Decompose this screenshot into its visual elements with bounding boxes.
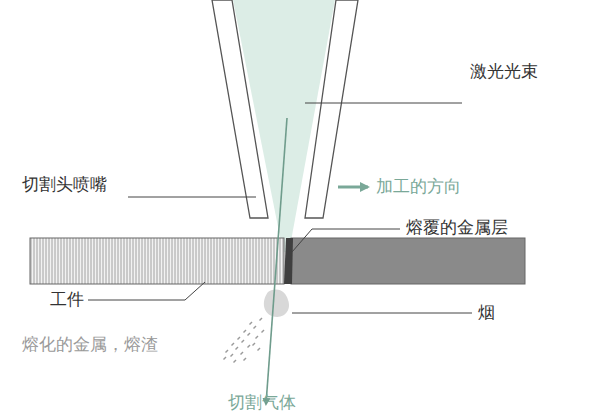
slag-label: 熔化的金属，熔渣 [22, 334, 158, 354]
direction-arrow [338, 186, 368, 189]
slag-dash [260, 318, 263, 321]
nozzle-left [212, 0, 268, 218]
slag-dash [258, 348, 261, 351]
workpiece-label: 工件 [50, 289, 84, 309]
layer-label: 熔覆的金属层 [406, 217, 508, 237]
slag-dash [244, 358, 247, 361]
leader-line [88, 282, 205, 300]
leader-line [292, 313, 472, 314]
slag-dash [244, 330, 247, 333]
direction-label: 加工的方向 [376, 176, 461, 196]
slag-dash [241, 352, 244, 355]
slag-dash [236, 347, 239, 350]
slag-dash [253, 343, 256, 346]
slag-dash [256, 336, 259, 339]
slag-dash [262, 330, 265, 333]
slag-dash [248, 345, 251, 348]
slag-dash [231, 354, 234, 357]
slag-dash [248, 333, 251, 336]
slag-dash [226, 350, 229, 353]
slag-spray [224, 318, 265, 363]
workpiece-solid [291, 238, 525, 284]
leader-line [292, 229, 400, 252]
slag-dash [232, 343, 235, 346]
beam-label: 激光光束 [470, 61, 538, 81]
slag-dash [238, 337, 241, 340]
nozzle-label: 切割头喷嘴 [22, 174, 107, 194]
slag-dash [242, 340, 245, 343]
gas-label: 切割气体 [228, 392, 296, 412]
nozzle-right [305, 0, 358, 218]
gas-line [266, 118, 287, 404]
slag-dash [234, 360, 237, 363]
slag-dash [254, 326, 257, 329]
smoke-label: 烟 [478, 302, 495, 322]
slag-dash [250, 322, 253, 325]
smoke [264, 290, 289, 317]
workpiece-cut [30, 238, 284, 284]
leader-line [305, 103, 462, 104]
slag-dash [224, 357, 227, 360]
molten-layer [284, 238, 293, 284]
leader-line [128, 197, 256, 198]
